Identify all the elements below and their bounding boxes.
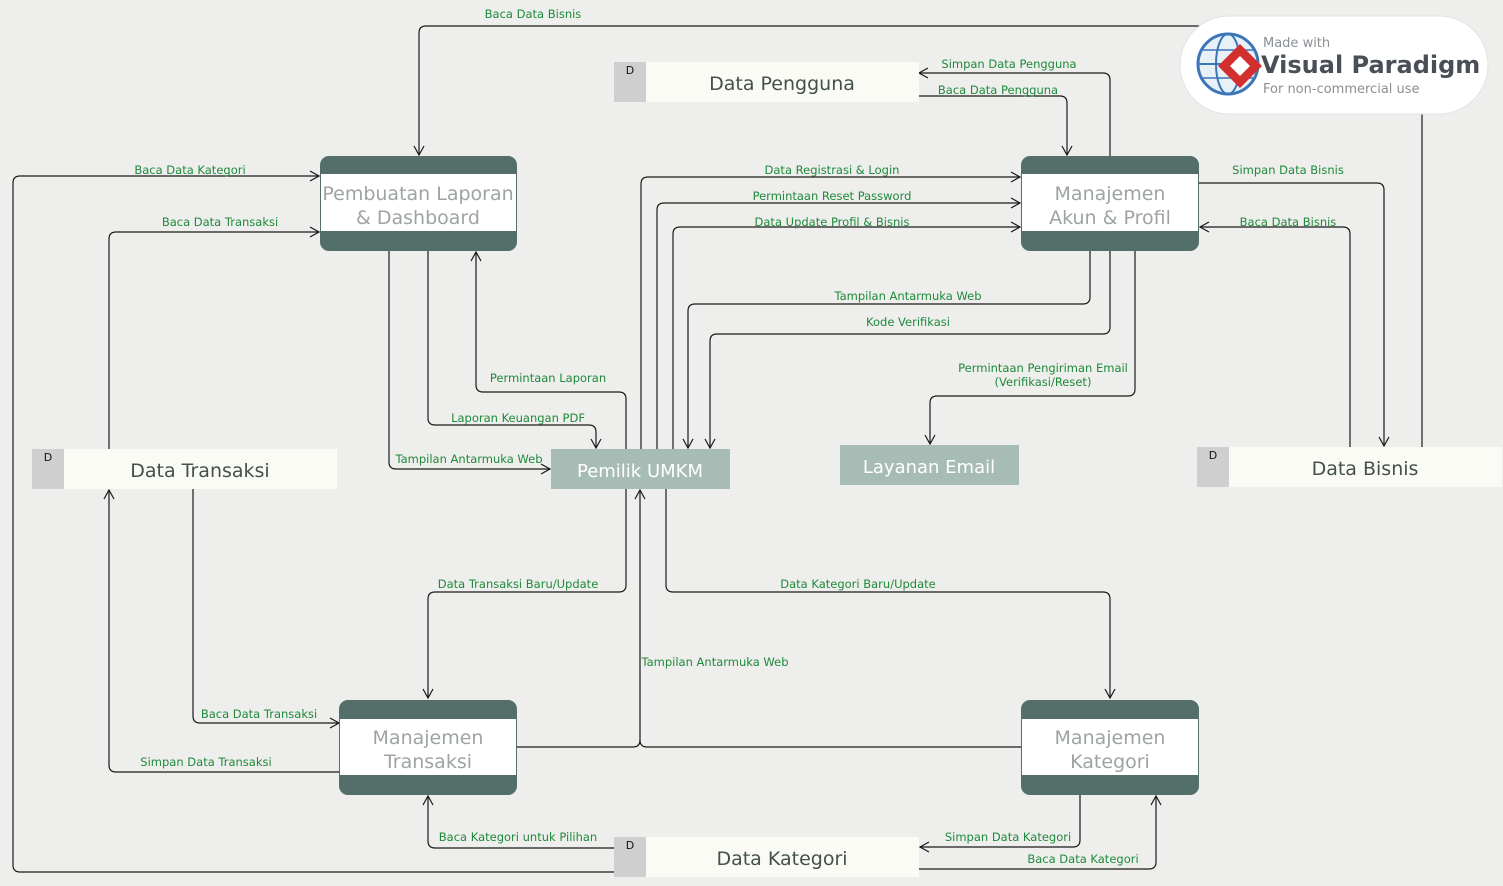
flow-baca-kategori-mk[interactable] — [919, 794, 1162, 870]
flow-laporan-pdf[interactable] — [427, 251, 602, 450]
flow-transaksi-baru[interactable] — [422, 489, 627, 700]
flow-baca-data-bisnis-akun[interactable] — [1198, 221, 1351, 447]
external-pemilik-label: Pemilik UMKM — [577, 461, 703, 482]
watermark-brand: Visual Paradigm — [1261, 51, 1480, 79]
label-laporan-pdf: Laporan Keuangan PDF — [451, 411, 585, 425]
flow-reset-password[interactable] — [656, 197, 1022, 449]
flow-data-registrasi[interactable] — [640, 171, 1022, 449]
watermark-noncommercial: For non-commercial use — [1263, 82, 1420, 97]
label-baca-data-bisnis-top: Baca Data Bisnis — [485, 7, 582, 21]
label-baca-data-pengguna: Baca Data Pengguna — [938, 83, 1058, 97]
external-pemilik[interactable]: Pemilik UMKM — [551, 449, 730, 489]
store-bisnis-label: Data Bisnis — [1312, 458, 1419, 480]
store-transaksi-label: Data Transaksi — [130, 460, 269, 482]
flow-baca-transaksi-mt[interactable] — [192, 489, 341, 729]
flow-tampilan-akun[interactable] — [682, 251, 1091, 450]
label-permintaan-email-2: (Verifikasi/Reset) — [995, 375, 1092, 389]
flow-tampilan-kategori[interactable] — [639, 739, 1021, 748]
flow-simpan-data-bisnis[interactable] — [1199, 182, 1390, 448]
flow-baca-data-kategori-laporan[interactable] — [12, 170, 614, 873]
label-baca-transaksi-mt: Baca Data Transaksi — [201, 707, 317, 721]
flow-baca-data-transaksi-laporan[interactable] — [108, 226, 321, 449]
label-transaksi-baru: Data Transaksi Baru/Update — [438, 577, 599, 591]
flow-tampilan-laporan[interactable] — [388, 251, 552, 475]
store-bisnis-marker: D — [1209, 449, 1217, 462]
flow-simpan-transaksi[interactable] — [103, 488, 339, 773]
flow-permintaan-laporan[interactable] — [470, 250, 627, 449]
label-kategori-baru: Data Kategori Baru/Update — [780, 577, 935, 591]
store-pengguna[interactable]: D Data Pengguna — [614, 62, 919, 102]
flow-kode-verifikasi[interactable] — [704, 251, 1111, 450]
flow-labels: Baca Data Bisnis Simpan Data Pengguna Ba… — [134, 7, 1343, 866]
label-baca-data-transaksi-laporan: Baca Data Transaksi — [162, 215, 278, 229]
flow-baca-kategori-pilihan[interactable] — [422, 794, 614, 849]
flow-kategori-baru[interactable] — [665, 489, 1116, 700]
label-permintaan-email: Permintaan Pengiriman Email — [958, 361, 1128, 375]
label-simpan-data-bisnis: Simpan Data Bisnis — [1232, 163, 1344, 177]
flow-update-profil[interactable] — [672, 221, 1022, 449]
label-reset-password: Permintaan Reset Password — [753, 189, 912, 203]
label-baca-kategori-pilihan: Baca Kategori untuk Pilihan — [439, 830, 597, 844]
process-laporan[interactable]: Pembuatan Laporan& Dashboard — [320, 156, 517, 251]
external-email[interactable]: Layanan Email — [840, 445, 1019, 485]
label-simpan-kategori: Simpan Data Kategori — [945, 830, 1071, 844]
flow-permintaan-email[interactable] — [924, 251, 1136, 446]
flow-simpan-data-pengguna[interactable] — [917, 67, 1111, 157]
store-kategori[interactable]: D Data Kategori — [614, 837, 919, 877]
store-pengguna-marker: D — [626, 64, 634, 77]
label-update-profil: Data Update Profil & Bisnis — [755, 215, 910, 229]
store-pengguna-label: Data Pengguna — [709, 73, 855, 95]
label-simpan-data-pengguna: Simpan Data Pengguna — [941, 57, 1076, 71]
label-tampilan-bawah: Tampilan Antarmuka Web — [640, 655, 788, 669]
external-email-label: Layanan Email — [863, 457, 995, 478]
label-permintaan-laporan: Permintaan Laporan — [490, 371, 606, 385]
flow-tampilan-transaksi[interactable] — [517, 488, 646, 748]
store-transaksi[interactable]: D Data Transaksi — [32, 449, 337, 489]
label-data-registrasi: Data Registrasi & Login — [765, 163, 900, 177]
process-laporan-label: Pembuatan Laporan& Dashboard — [322, 183, 513, 229]
label-kode-verifikasi: Kode Verifikasi — [866, 315, 950, 329]
label-baca-data-bisnis-akun: Baca Data Bisnis — [1240, 215, 1337, 229]
store-bisnis[interactable]: D Data Bisnis — [1197, 447, 1502, 487]
label-baca-data-kategori-laporan: Baca Data Kategori — [134, 163, 245, 177]
label-tampilan-akun: Tampilan Antarmuka Web — [833, 289, 981, 303]
flow-baca-data-pengguna[interactable] — [919, 95, 1073, 157]
globe-logo-icon — [1196, 32, 1262, 96]
watermark-made-with: Made with — [1263, 36, 1330, 51]
label-baca-kategori-mk: Baca Data Kategori — [1027, 852, 1138, 866]
visual-paradigm-watermark: Made with Visual Paradigm For non-commer… — [1179, 15, 1489, 115]
store-kategori-marker: D — [626, 839, 634, 852]
label-simpan-transaksi: Simpan Data Transaksi — [140, 755, 271, 769]
label-tampilan-laporan: Tampilan Antarmuka Web — [394, 452, 542, 466]
store-kategori-label: Data Kategori — [716, 848, 847, 870]
store-transaksi-marker: D — [44, 451, 52, 464]
flow-lines — [12, 25, 1423, 873]
flow-simpan-kategori[interactable] — [918, 795, 1081, 853]
